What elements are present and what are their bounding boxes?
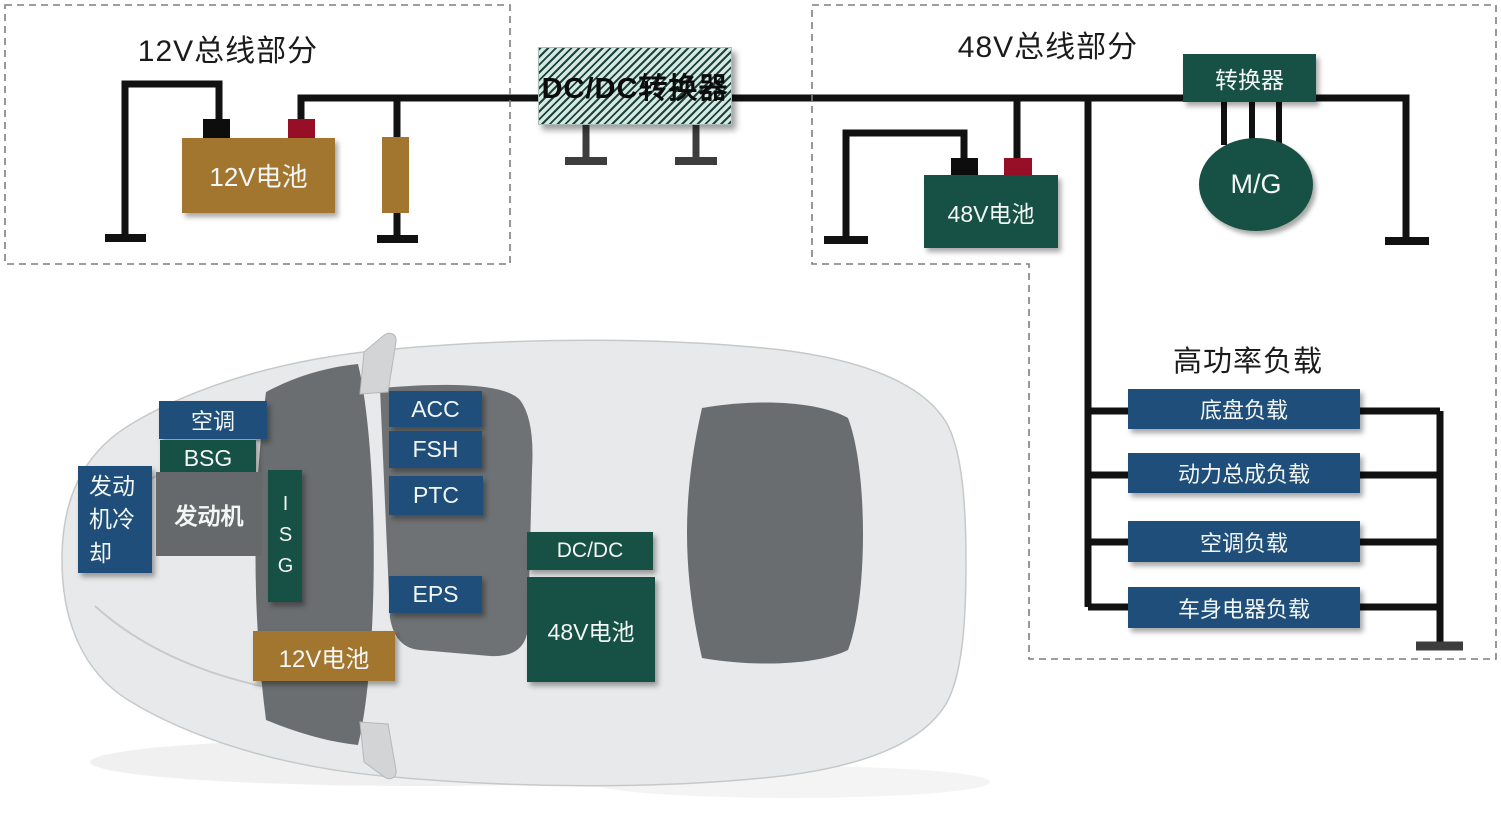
- battery12-terminal-positive: [288, 119, 315, 138]
- car-label-eps: EPS: [389, 576, 482, 613]
- load-body-electronics: 车身电器负载: [1128, 587, 1360, 628]
- bus12-section-title: 12V总线部分: [137, 35, 319, 68]
- wire-12v-bus: [297, 94, 540, 121]
- load-ac: 空调负载: [1128, 521, 1360, 562]
- motor-generator-block: M/G: [1199, 138, 1313, 231]
- car-label-battery48: 48V电池: [527, 577, 655, 682]
- wire-48v-bus: [731, 94, 1410, 238]
- dcdc-converter-block: DC/DC转换器: [538, 47, 732, 125]
- car-label-dcdc: DC/DC: [527, 532, 653, 570]
- bus48-section-title: 48V总线部分: [957, 31, 1139, 64]
- car-mirror-bottom: [359, 721, 397, 780]
- car-label-engine: 发动机: [156, 472, 262, 556]
- battery48-terminal-negative: [951, 158, 978, 175]
- dcdc-converter-label: DC/DC转换器: [541, 73, 729, 105]
- high-power-section-title: 高功率负载: [1172, 346, 1323, 378]
- car-label-acc: ACC: [389, 391, 482, 427]
- car-label-ptc: PTC: [389, 476, 483, 515]
- ground-symbols: [105, 234, 1429, 245]
- car-label-engine-cooling: 发动机冷却: [78, 466, 152, 573]
- converter-block: 转换器: [1183, 54, 1316, 102]
- car-mirror-top: [359, 332, 397, 395]
- battery48-block: 48V电池: [924, 175, 1058, 248]
- battery48-terminal-positive: [1004, 158, 1032, 175]
- bus12-section-border: [4, 4, 511, 265]
- load-powertrain: 动力总成负载: [1128, 453, 1360, 493]
- car-label-fsh: FSH: [389, 431, 482, 468]
- battery12-terminal-negative: [203, 119, 230, 138]
- car-label-bsg: BSG: [160, 440, 256, 476]
- car-label-ac: 空调: [159, 401, 267, 439]
- dcdc-grounds: [565, 124, 1463, 651]
- resistor-12v: [382, 137, 409, 213]
- car-label-battery12: 12V电池: [253, 631, 395, 681]
- bus48-section-border: [811, 4, 1497, 660]
- wire-12v-ground-branch: [121, 80, 223, 237]
- wires: [121, 80, 1444, 643]
- load-chassis: 底盘负载: [1128, 389, 1360, 429]
- battery12-block: 12V电池: [182, 138, 335, 213]
- car-rear-seat: [687, 402, 863, 664]
- mg-lines: [1221, 100, 1282, 145]
- car-label-isg: ISG: [268, 470, 302, 602]
- wire-48v-ground-branch: [842, 129, 968, 236]
